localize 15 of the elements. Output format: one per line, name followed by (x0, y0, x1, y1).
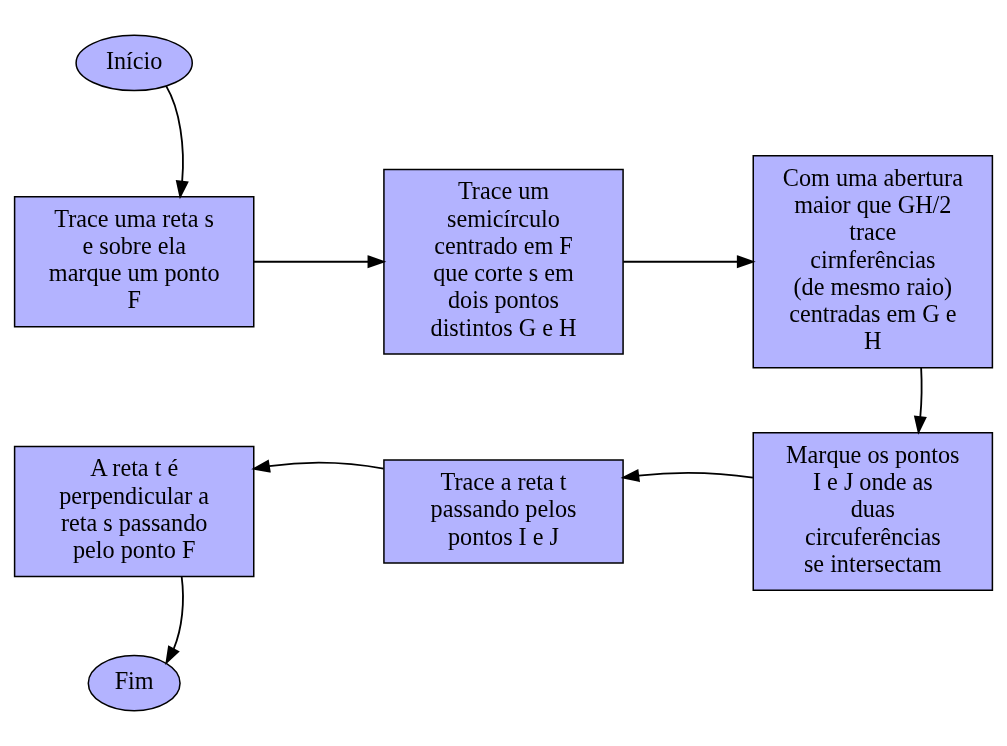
node-box: Com uma abertura maior que GH/2 trace cirnferências (de mesmo raio) centradas em G e H (752, 155, 994, 369)
node-ellipse: Fim (87, 654, 181, 712)
arrow (622, 255, 756, 269)
arrow (620, 469, 754, 483)
node-box: Trace uma reta s e sobre ela marque um ponto F (13, 195, 255, 328)
arrow (165, 575, 184, 665)
arrow (251, 459, 385, 473)
node-ellipse: Início (75, 34, 193, 92)
arrow (913, 367, 927, 435)
arrow (165, 85, 189, 200)
node-box: Trace um semicírculo centrado em F que corte s em dois pontos distintos G e H (383, 168, 624, 355)
node-box: A reta t é perpendicular a reta s passando pelo ponto F (13, 445, 255, 578)
node-box: Marque os pontos I e J onde as duas circuferências se intersectam (752, 432, 994, 591)
arrow (253, 255, 387, 269)
node-box: Trace a reta t passando pelos pontos I e J (383, 459, 624, 564)
